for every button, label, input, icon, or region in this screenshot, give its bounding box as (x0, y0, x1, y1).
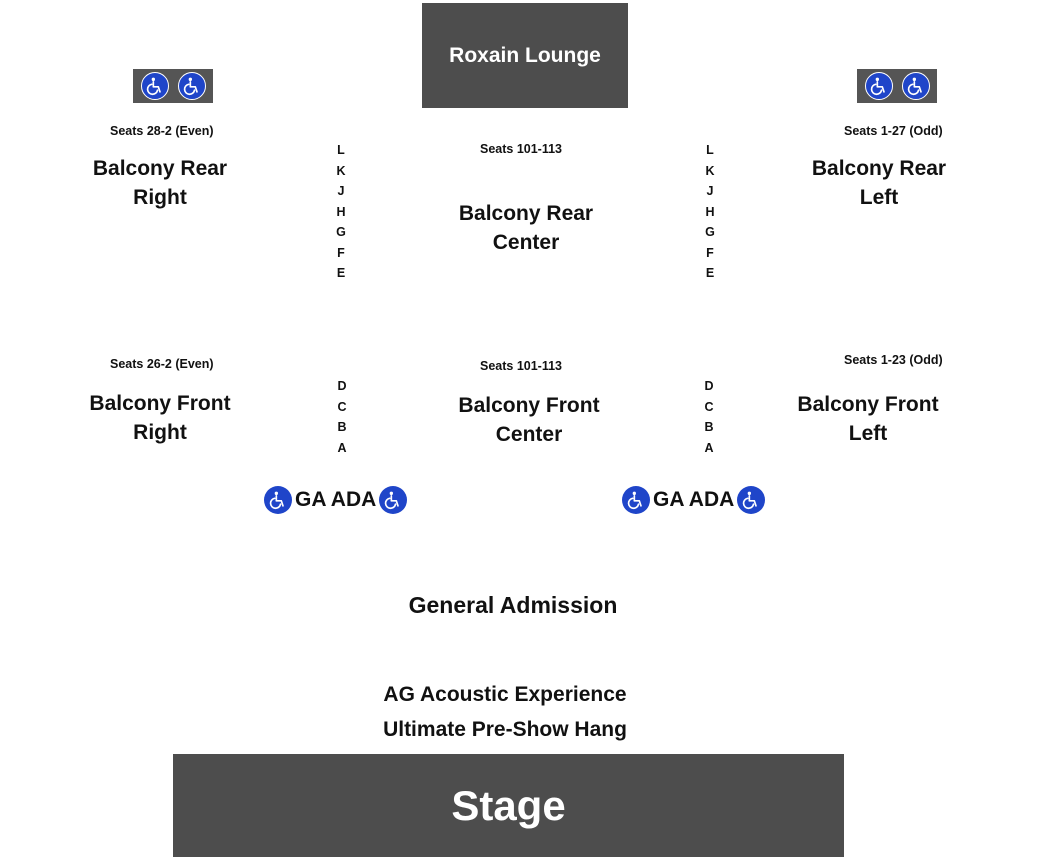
row-label: K (705, 163, 715, 178)
row-label: L (706, 143, 714, 157)
balcony-front-right-section[interactable]: Balcony Front Right (60, 389, 260, 447)
balcony-rear-right-name-line2: Right (133, 186, 187, 209)
wheelchair-icon (140, 72, 169, 100)
wheelchair-icon (622, 486, 650, 514)
balcony-front-right-name-line2: Right (133, 421, 187, 444)
row-label: H (336, 204, 346, 219)
row-label: C (337, 399, 347, 414)
row-label: K (336, 163, 346, 178)
balcony-rear-center-section[interactable]: Balcony Rear Center (426, 199, 626, 257)
balcony-rear-left-seats: Seats 1-27 (Odd) (844, 124, 943, 138)
wheelchair-icon (737, 486, 766, 514)
general-admission-section[interactable]: General Admission (363, 592, 663, 619)
balcony-front-center-name-line1: Balcony Front (458, 394, 600, 417)
balcony-front-center-seats: Seats 101-113 (480, 359, 563, 373)
row-label: H (705, 204, 715, 219)
ag-acoustic-experience-label: AG Acoustic Experience (383, 683, 627, 706)
row-label: L (337, 143, 345, 157)
balcony-front-center-name-line2: Center (495, 423, 563, 446)
front-row-labels-right: D C B A (699, 376, 719, 458)
ga-ada-left-label: GA ADA (295, 488, 377, 511)
row-label: A (704, 440, 714, 455)
row-label: G (705, 225, 715, 239)
stage: Stage (173, 754, 844, 857)
balcony-rear-left-section[interactable]: Balcony Rear Left (779, 154, 979, 212)
balcony-rear-right-section[interactable]: Balcony Rear Right (60, 154, 260, 212)
front-row-labels-left: D C B A (332, 376, 352, 458)
row-label: J (337, 184, 345, 198)
roxain-lounge-label: Roxain Lounge (449, 43, 601, 67)
ga-ada-right-label: GA ADA (653, 488, 735, 511)
balcony-front-left-seats: Seats 1-23 (Odd) (844, 353, 943, 367)
rear-row-labels-right: L K J H G F E (700, 140, 720, 284)
balcony-front-left-section[interactable]: Balcony Front Left (768, 390, 968, 448)
balcony-rear-right-name-line1: Balcony Rear (92, 157, 228, 180)
stage-label: Stage (451, 781, 566, 829)
balcony-rear-right-seats: Seats 28-2 (Even) (110, 124, 214, 138)
balcony-rear-left-name-line2: Left (859, 186, 899, 209)
balcony-rear-center-name-line2: Center (492, 231, 560, 254)
wheelchair-icon (901, 72, 930, 100)
wheelchair-icon (379, 486, 408, 514)
ada-seating-rear-left[interactable] (857, 69, 937, 103)
row-label: G (336, 225, 346, 239)
row-label: E (336, 266, 346, 280)
row-label: B (704, 420, 714, 434)
balcony-front-center-section[interactable]: Balcony Front Center (429, 391, 629, 449)
row-label: D (704, 379, 714, 393)
wheelchair-icon (177, 72, 206, 100)
roxain-lounge-section[interactable]: Roxain Lounge (422, 3, 628, 108)
row-label: E (705, 266, 715, 280)
row-label: B (337, 420, 347, 434)
balcony-front-right-name-line1: Balcony Front (89, 392, 231, 415)
general-admission-label: General Admission (408, 592, 618, 618)
ga-ada-right[interactable]: GA ADA (622, 486, 766, 514)
row-label: D (337, 379, 347, 393)
balcony-rear-center-seats: Seats 101-113 (480, 142, 563, 156)
balcony-rear-left-name-line1: Balcony Rear (811, 157, 947, 180)
rear-row-labels-left: L K J H G F E (331, 140, 351, 284)
ada-seating-rear-right[interactable] (133, 69, 213, 103)
balcony-front-left-name-line1: Balcony Front (797, 393, 939, 416)
balcony-rear-center-name-line1: Balcony Rear (458, 202, 594, 225)
row-label: J (706, 184, 714, 198)
row-label: A (337, 440, 347, 455)
row-label: F (337, 245, 345, 260)
balcony-front-right-seats: Seats 26-2 (Even) (110, 357, 214, 371)
ga-ada-left[interactable]: GA ADA (264, 486, 408, 514)
balcony-front-left-name-line2: Left (848, 422, 888, 445)
row-label: C (704, 399, 714, 414)
wheelchair-icon (864, 72, 893, 100)
row-label: F (706, 245, 714, 260)
ag-acoustic-experience[interactable]: AG Acoustic Experience (355, 683, 655, 707)
ultimate-pre-show-hang[interactable]: Ultimate Pre-Show Hang (355, 718, 655, 742)
ultimate-pre-show-hang-label: Ultimate Pre-Show Hang (383, 718, 627, 741)
wheelchair-icon (264, 486, 292, 514)
